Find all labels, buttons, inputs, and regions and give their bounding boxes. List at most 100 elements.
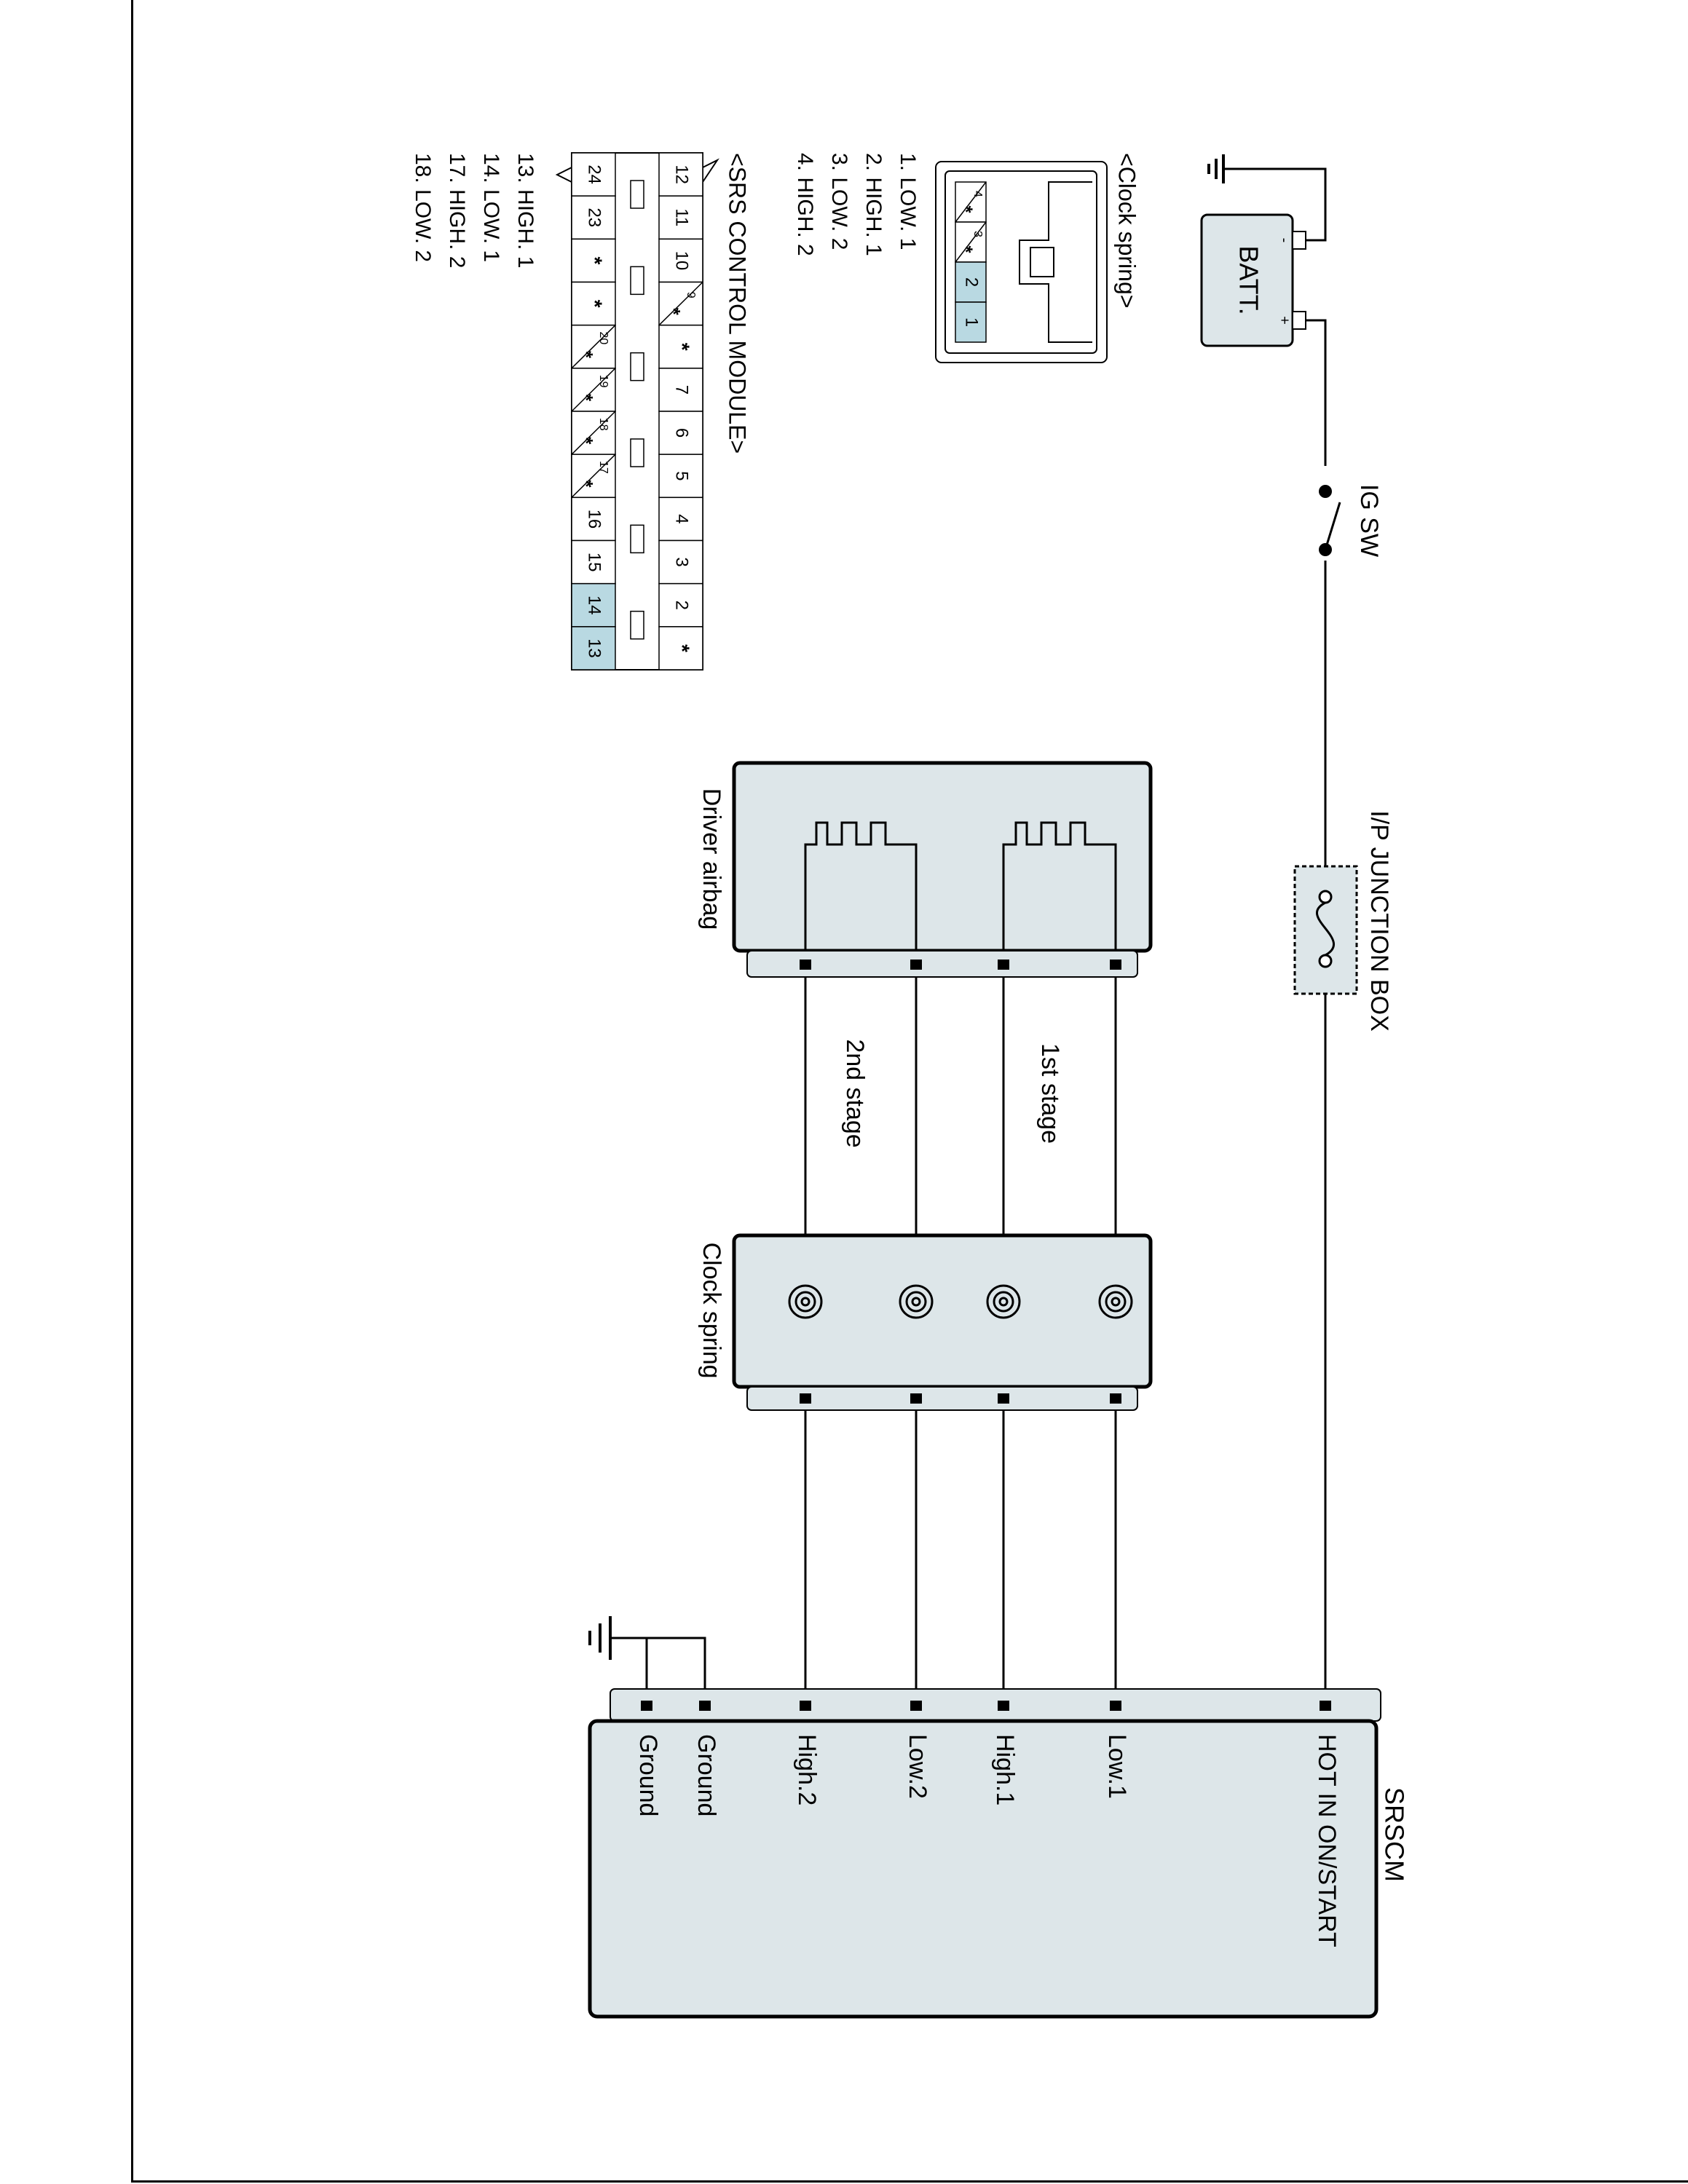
srs-connector-view: <SRS CONTROL MODULE> 1211109**765432*242… [411,152,751,670]
srscm-title: SRSCM [1379,1787,1409,1882]
connector-cell: 9* [658,281,703,326]
first-stage-label: 1st stage [1036,1043,1064,1144]
squib-1st-stage-icon [1002,821,1117,951]
srs-legend-2: 14. LOW. 1 [479,153,503,262]
srscm-pin-high1: High.1 [991,1734,1019,1805]
cell-mark: * [663,308,685,316]
connector-cell: 4 [658,496,703,542]
cell-number: 14 [585,596,604,615]
connector-cell: * [571,281,616,326]
cell-mark: * [955,245,977,253]
coil-icon-low1 [1098,1284,1133,1319]
battery-label: BATT. [1234,245,1263,314]
junction-box: I/P JUNCTION BOX [1293,810,1393,1032]
clock-spring-pin-high1 [998,1393,1009,1404]
ground-symbol-srscm [588,1616,612,1660]
cell-number: 6 [672,428,692,438]
srs-legend-3: 17. HIGH. 2 [445,153,469,268]
driver-airbag-label: Driver airbag [698,788,725,930]
cell-mark: * [955,205,977,213]
connector-cell: 10 [658,238,703,283]
connector-cell: 20* [571,324,616,369]
battery-ground-wire [1223,167,1327,242]
cell-number: 13 [585,638,604,658]
clock-spring-connector-view: <Clock spring> 4*3*21 1. LOW. 1 2. HIGH.… [793,153,1140,363]
srscm-pin-hot: HOT IN ON/START [1313,1734,1341,1947]
connector-cell: 17* [571,454,616,499]
cell-number: 11 [672,208,692,226]
connector-cell: 6 [658,411,703,455]
driver-airbag: Driver airbag [698,761,1153,978]
connector-cell: 14 [571,582,616,628]
connector-cell: 23 [571,195,616,240]
clock-spring: Clock spring [698,1233,1153,1411]
srscm-pin-high2: High.2 [793,1734,821,1805]
connector-slot [630,524,644,554]
connector-slot [630,266,644,296]
connector-cell: * [658,626,703,670]
ig-switch: IG SW [1311,466,1383,561]
srs-legend-1: 13. HIGH. 1 [513,153,537,268]
connector-cell: 13 [571,626,616,670]
connector-cell: 19* [571,368,616,412]
connector-cell: 11 [658,195,703,240]
cell-number: 20 [597,332,610,345]
cell-number: 18 [597,418,610,431]
cell-number: 3 [971,231,984,237]
cell-mark: * [575,394,597,402]
cell-number: 9 [685,292,697,298]
connector-cell: 2 [658,582,703,628]
connector-slot [630,352,644,381]
srscm-pin-low2: Low.2 [904,1734,931,1799]
cell-mark: * [671,343,694,351]
clock-spring-legend-1: 1. LOW. 1 [896,153,920,250]
cell-mark: * [584,300,607,308]
connector-cell: 3 [658,539,703,585]
connector-cell: * [571,238,616,283]
srscm: SRSCM HOT IN ON/START Low.1 High.1 Low.2… [588,1688,1409,2019]
clock-spring-pin-high2 [800,1393,811,1404]
cell-number: 10 [672,251,692,271]
cell-number: 4 [971,191,984,197]
airbag-pin-high1 [998,960,1009,970]
cell-number: 23 [585,207,604,227]
ground-symbol-battery [1207,154,1225,183]
clock-spring-pin-low1 [1110,1393,1121,1404]
srscm-pin-ground2: Ground [634,1734,662,1816]
battery-neg-sign: - [1277,238,1293,243]
connector-cell: 2 [955,261,987,303]
clock-spring-pin-low2 [910,1393,922,1404]
connector-cell: 5 [658,454,703,499]
coil-icon-high2 [788,1284,823,1319]
coil-icon-high1 [986,1284,1021,1319]
connector-cell: 3* [955,221,987,263]
connector-slot [630,438,644,467]
cell-number: 7 [672,385,692,395]
cell-number: 2 [672,601,692,610]
connector-cell: 24 [571,152,616,197]
connector-cell: 4* [955,181,987,223]
srs-legend-4: 18. LOW. 2 [411,153,435,262]
connector-cell: 16 [571,496,616,542]
cell-number: 1 [962,317,982,327]
airbag-pin-low2 [910,960,922,970]
srs-connector-cells: 1211109**765432*2423**20*19*18*17*161514… [571,152,703,670]
cell-number: 3 [672,557,692,566]
cell-number: 12 [672,165,692,184]
clock-spring-legend-3: 3. LOW. 2 [827,153,851,250]
battery-pos-sign: + [1277,316,1293,325]
airbag-pin-low1 [1110,960,1121,970]
cell-number: 5 [672,471,692,480]
squib-2nd-stage-icon [804,821,918,951]
connector-slot [630,610,644,640]
connector-cell: * [658,324,703,369]
connector-slot [630,180,644,209]
srs-connector-title: <SRS CONTROL MODULE> [725,153,751,454]
battery: BATT. - + [1200,213,1306,347]
cell-mark: * [671,644,694,652]
coil-icon-low2 [899,1284,934,1319]
page-frame [131,0,1688,2183]
cell-mark: * [584,256,607,264]
clock-spring-legend-2: 2. HIGH. 1 [861,153,886,256]
